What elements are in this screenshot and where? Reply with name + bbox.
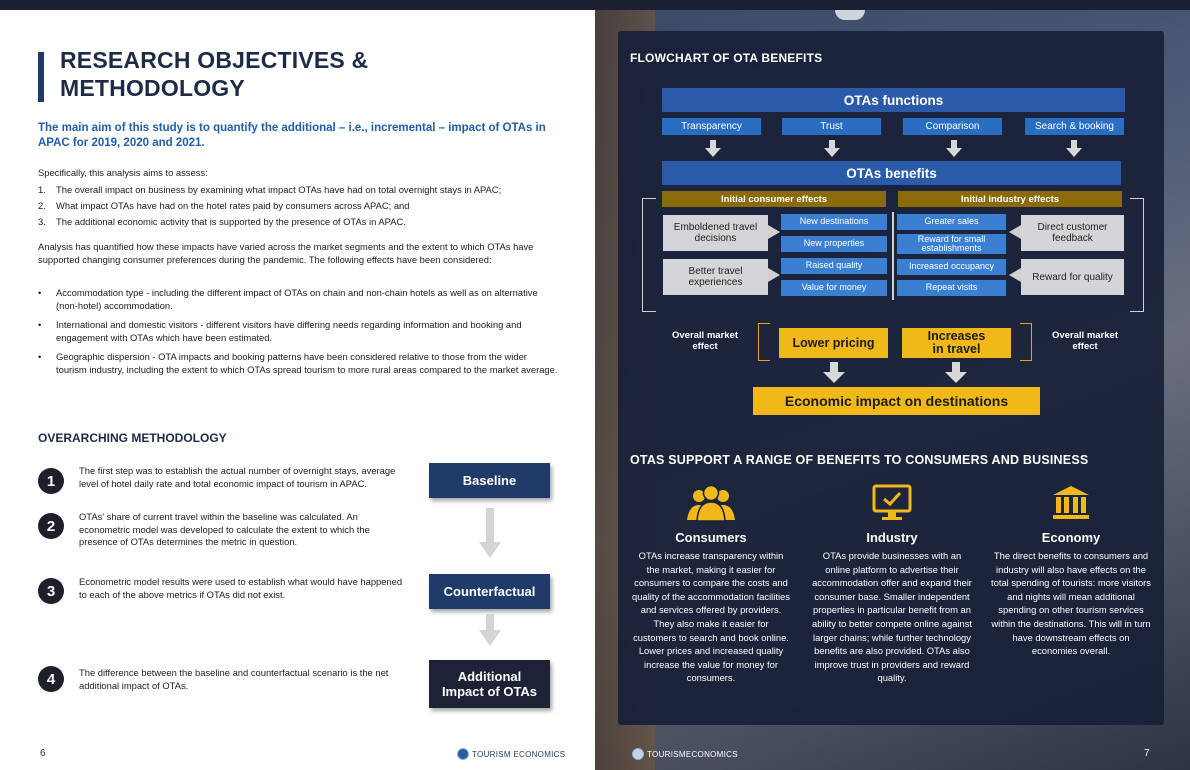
down-arrow-icon: [824, 140, 840, 157]
consumers-heading: Consumers: [675, 530, 747, 545]
down-arrow-icon: [1066, 140, 1082, 157]
value-for-money-box: Value for money: [781, 280, 887, 296]
increased-occupancy-box: Increased occupancy: [897, 259, 1006, 275]
industry-effects-header: Initial industry effects: [898, 191, 1122, 207]
page-title: RESEARCH OBJECTIVES & METHODOLOGY: [60, 47, 369, 101]
right-yellow-bracket: [1020, 323, 1032, 361]
industry-heading: Industry: [866, 530, 918, 545]
list-item: •International and domestic visitors - d…: [38, 319, 522, 343]
industry-column: Industry OTAs provide businesses with an…: [812, 483, 972, 685]
globe-icon: [457, 748, 469, 760]
step-text-1: The first step was to establish the actu…: [79, 465, 396, 489]
top-bar: [0, 0, 1190, 10]
step-text-4: The difference between the baseline and …: [79, 667, 389, 691]
overall-effect-right: Overall market effect: [1051, 330, 1118, 352]
reward-small-establishments-box: Reward for small establishments: [897, 234, 1006, 254]
right-bracket: [1130, 198, 1144, 312]
greater-sales-box: Greater sales: [897, 214, 1006, 230]
function-trust: Trust: [782, 118, 881, 135]
list-item: 2.What impact OTAs have had on the hotel…: [38, 200, 410, 211]
left-yellow-bracket: [758, 323, 770, 361]
repeat-visits-box: Repeat visits: [897, 280, 1006, 296]
overall-effect-left: Overall market effect: [671, 330, 738, 352]
industry-text: OTAs provide businesses with an online p…: [812, 550, 972, 684]
monitor-check-icon: [872, 484, 912, 520]
down-arrow-icon: [705, 140, 721, 157]
raised-quality-box: Raised quality: [781, 258, 887, 274]
emboldened-travel-box: Emboldened travel decisions: [663, 215, 768, 251]
arrow-right-icon: [768, 225, 780, 239]
step-number-3: 3: [38, 578, 64, 604]
step-number-1: 1: [38, 468, 64, 494]
function-transparency: Transparency: [662, 118, 761, 135]
direct-feedback-box: Direct customer feedback: [1021, 215, 1124, 251]
down-arrow-icon: [946, 140, 962, 157]
better-experiences-box: Better travel experiences: [663, 259, 768, 295]
left-page: RESEARCH OBJECTIVES & METHODOLOGY The ma…: [0, 10, 595, 770]
increases-travel-box: Increases in travel: [902, 328, 1011, 358]
down-arrow-icon: [945, 362, 967, 383]
down-arrow-icon: [479, 614, 501, 646]
step-text-3: Econometric model results were used to e…: [79, 576, 403, 600]
step-text-2: OTAs' share of current travel within the…: [79, 511, 370, 547]
globe-icon: [632, 748, 644, 760]
page-number: 6: [40, 748, 46, 759]
page-number: 7: [1144, 748, 1150, 759]
divider: [892, 212, 894, 300]
consumers-text: OTAs increase transparency within the ma…: [632, 550, 790, 684]
list-item: •Accommodation type - including the diff…: [38, 287, 538, 311]
economy-heading: Economy: [1041, 530, 1101, 545]
counterfactual-box: Counterfactual: [429, 574, 550, 609]
intro-text: Specifically, this analysis aims to asse…: [38, 167, 208, 178]
arrow-right-icon: [768, 268, 780, 282]
arrow-left-icon: [1009, 225, 1021, 239]
economic-impact-box: Economic impact on destinations: [753, 387, 1040, 415]
flowchart-title: FLOWCHART OF OTA BENEFITS: [630, 51, 823, 65]
consumer-effects-header: Initial consumer effects: [662, 191, 886, 207]
lower-pricing-box: Lower pricing: [779, 328, 888, 358]
methodology-heading: OVERARCHING METHODOLOGY: [38, 431, 227, 445]
title-accent-bar: [38, 52, 44, 102]
support-title: OTAS SUPPORT A RANGE OF BENEFITS TO CONS…: [630, 453, 1089, 467]
arrow-left-icon: [1009, 268, 1021, 282]
effects-list: •Accommodation type - including the diff…: [38, 286, 558, 382]
economy-text: The direct benefits to consumers and ind…: [991, 550, 1151, 657]
analysis-text: Analysis has quantified how these impact…: [38, 241, 534, 265]
consumers-column: Consumers OTAs increase transparency wit…: [631, 483, 791, 685]
down-arrow-icon: [479, 508, 501, 558]
left-bracket: [642, 198, 656, 312]
additional-impact-box: Additional Impact of OTAs: [429, 660, 550, 708]
step-number-4: 4: [38, 666, 64, 692]
lead-paragraph: The main aim of this study is to quantif…: [38, 122, 546, 149]
baseline-box: Baseline: [429, 463, 550, 498]
function-search-booking: Search & booking: [1025, 118, 1124, 135]
reward-quality-box: Reward for quality: [1021, 259, 1124, 295]
economy-column: Economy The direct benefits to consumers…: [991, 483, 1151, 658]
functions-header: OTAs functions: [662, 88, 1125, 112]
people-icon: [687, 484, 735, 522]
objectives-list: 1.The overall impact on business by exam…: [38, 184, 558, 232]
new-properties-box: New properties: [781, 236, 887, 252]
list-item: 3.The additional economic activity that …: [38, 216, 406, 227]
down-arrow-icon: [823, 362, 845, 383]
function-comparison: Comparison: [903, 118, 1002, 135]
benefits-header: OTAs benefits: [662, 161, 1121, 185]
step-number-2: 2: [38, 513, 64, 539]
brand-logo: TOURISM ECONOMICS: [457, 748, 565, 760]
brand-logo: TOURISMECONOMICS: [632, 748, 738, 760]
bank-icon: [1053, 486, 1089, 519]
new-destinations-box: New destinations: [781, 214, 887, 230]
list-item: 1.The overall impact on business by exam…: [38, 184, 502, 195]
lamp-graphic: [835, 10, 865, 20]
list-item: •Geographic dispersion - OTA impacts and…: [38, 351, 558, 375]
